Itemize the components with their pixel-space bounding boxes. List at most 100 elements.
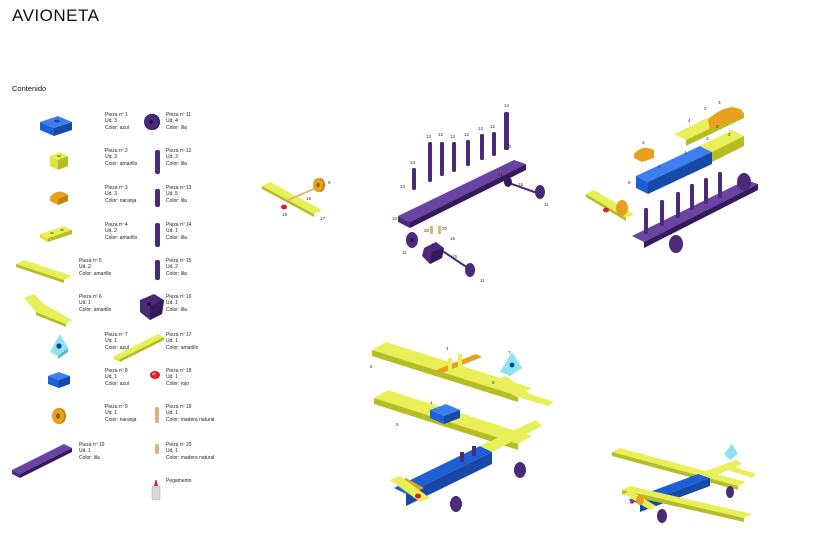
step3-fuselage-assembly: 3 3 4 2 2 1 3 2 1 8 xyxy=(586,100,758,253)
step2-label-12b: 12 xyxy=(478,126,484,131)
step2-label-13a: 13 xyxy=(450,134,456,139)
step4-wing-assembly: 5 5 4 6 7 1 xyxy=(370,342,554,512)
step3-label-3b: 3 xyxy=(642,140,645,145)
piece-2-name: Pieza nº 2 xyxy=(105,148,128,154)
step3-label-2c: 2 xyxy=(728,132,731,137)
piece-4-icon xyxy=(40,226,72,242)
step2-label-20a: 20 xyxy=(424,228,430,233)
piece-10-name: Pieza nº 10 xyxy=(79,442,105,448)
step2-label-11c: 11 xyxy=(402,250,407,255)
piece-9-name: Pieza nº 9 xyxy=(105,404,128,410)
step2-label-11d: 11 xyxy=(480,278,485,283)
step2-label-10: 10 xyxy=(392,216,398,221)
piece-14-qty: Ud. 1 xyxy=(166,228,178,235)
piece-14-name: Pieza nº 14 xyxy=(166,222,192,228)
piece-7-qty: Ud. 1 xyxy=(105,338,117,345)
piece-3-icon xyxy=(50,191,68,205)
piece-7-name: Pieza nº 7 xyxy=(105,332,128,338)
piece-9-qty: Ud. 1 xyxy=(105,410,117,417)
contents-heading: Contenido xyxy=(12,84,47,93)
piece-3-qty: Ud. 3 xyxy=(105,191,117,198)
step2-label-12c: 12 xyxy=(464,132,470,137)
piece-12-name: Pieza nº 12 xyxy=(166,148,192,154)
piece-16-qty: Ud. 1 xyxy=(166,300,178,307)
piece-15-icon xyxy=(155,260,160,280)
piece-8-qty: Ud. 1 xyxy=(105,374,117,381)
piece-8-icon xyxy=(48,372,70,388)
piece-11-name: Pieza nº 11 xyxy=(166,112,192,118)
step2-label-16: 16 xyxy=(450,236,456,241)
step3-label-4: 4 xyxy=(688,118,691,123)
step1-label-19: 19 xyxy=(306,196,312,201)
piece-17-color: Color: amarillo xyxy=(166,344,199,351)
step4-label-6: 6 xyxy=(492,380,495,385)
step2-label-12d: 12 xyxy=(438,132,444,137)
piece-9-icon xyxy=(52,408,66,424)
piece-16-color: Color: lila xyxy=(166,306,187,313)
piece-19-qty: Ud. 1 xyxy=(166,410,178,417)
piece-4-name: Pieza nº 4 xyxy=(105,222,128,228)
piece-10-qty: Ud. 1 xyxy=(79,448,91,455)
piece-6-color: Color: amarillo xyxy=(79,306,112,313)
step1-propeller-assembly: 9 19 18 17 xyxy=(262,178,331,221)
step2-frame-assembly: 14 12 12 12 13 12 13 13 13 13 15 11 11 1… xyxy=(392,103,549,283)
piece-14-color: Color: lila xyxy=(166,234,187,241)
step2-label-13d: 13 xyxy=(400,184,406,189)
piece-12-icon xyxy=(155,150,160,174)
step2-label-14: 14 xyxy=(504,103,510,108)
piece-19-icon xyxy=(155,407,159,423)
piece-18-icon xyxy=(150,371,160,379)
piece-4-color: Color: amarillo xyxy=(105,234,138,241)
piece-17-qty: Ud. 1 xyxy=(166,338,178,345)
step4-label-7: 7 xyxy=(508,350,511,355)
piece-12-color: Color: lila xyxy=(166,160,187,167)
step1-label-18: 18 xyxy=(282,212,288,217)
step2-label-13c: 13 xyxy=(410,160,416,165)
piece-20-qty: Ud. 1 xyxy=(166,448,178,455)
piece-13-color: Color: lila xyxy=(166,197,187,204)
final-assembled-plane xyxy=(612,444,756,523)
glue-label: Pegamento xyxy=(166,478,192,484)
piece-13-qty: Ud. 5 xyxy=(166,191,178,198)
piece-13-name: Pieza nº 13 xyxy=(166,185,192,191)
glue: Pegamento xyxy=(140,476,270,510)
piece-2-icon xyxy=(50,152,68,170)
piece-19-color: Color: madera natural xyxy=(166,416,215,423)
piece-20-icon xyxy=(155,444,159,454)
piece-5-qty: Ud. 2 xyxy=(79,264,91,271)
piece-18-name: Pieza nº 18 xyxy=(166,368,192,374)
piece-3-name: Pieza nº 3 xyxy=(105,185,128,191)
step2-label-11b: 11 xyxy=(544,202,549,207)
piece-1-color: Color: azul xyxy=(105,124,129,131)
step3-label-1b: 1 xyxy=(684,150,687,155)
piece-11-qty: Ud. 4 xyxy=(166,118,178,125)
step2-label-15a: 15 xyxy=(518,182,524,187)
piece-15-qty: Ud. 2 xyxy=(166,264,178,271)
piece-18-qty: Ud. 1 xyxy=(166,374,178,381)
piece-16-icon xyxy=(140,294,164,320)
step3-label-2a: 2 xyxy=(704,106,707,111)
step2-label-11a: 11 xyxy=(498,172,503,177)
step2-label-13b: 13 xyxy=(426,134,432,139)
piece-13-icon xyxy=(155,189,160,207)
step3-label-8: 8 xyxy=(628,180,631,185)
glue-bottle-icon xyxy=(151,480,161,501)
piece-7-color: Color: azul xyxy=(105,344,129,351)
piece-10-color: Color: lila xyxy=(79,454,100,461)
piece-11-color: Color: lila xyxy=(166,124,187,131)
piece-6-qty: Ud. 1 xyxy=(79,300,91,307)
